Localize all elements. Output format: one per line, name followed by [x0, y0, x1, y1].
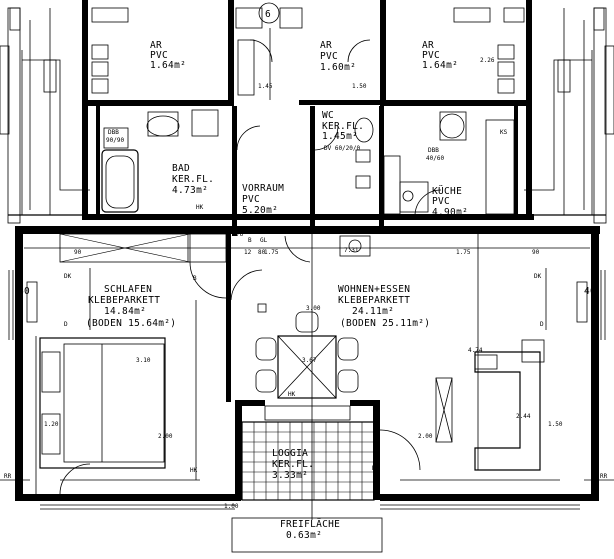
dim-76: 76 — [236, 231, 244, 238]
d-label-2: D — [540, 321, 544, 328]
bad-floor: KER.FL. — [172, 174, 214, 185]
door-swings — [59, 39, 547, 495]
dim-200-b: 2.00 — [418, 433, 433, 440]
rr-label-right: RR — [600, 473, 608, 480]
dim-175-b: 1.75 — [456, 249, 471, 256]
loggia-tiles — [231, 405, 383, 553]
dim-150b: 1.50 — [352, 83, 367, 90]
bad-name: BAD — [172, 163, 190, 174]
dk-label-2: DK — [534, 273, 542, 280]
loggia-floor: KER.FL. — [272, 459, 314, 470]
dim-40-right: 40 — [584, 286, 596, 297]
schlafen-name: SCHLAFEN — [104, 284, 152, 295]
hk-label-1: HK — [196, 204, 204, 211]
hk-label-3: HK — [288, 391, 296, 398]
ks-label: KS — [500, 129, 508, 136]
hk-label-4: HK — [372, 465, 380, 472]
wohnen-name: WOHNEN+ESSEN — [338, 284, 410, 295]
dim-300: 3.00 — [306, 305, 321, 312]
vorraum-floor: PVC — [242, 194, 260, 205]
top-right-balcony — [518, 7, 614, 224]
freiflaeche-name: FREIFLÄCHE — [280, 519, 340, 530]
kueche-area: 4.90m² — [432, 207, 468, 218]
dimension-lines — [0, 8, 614, 520]
dbb-size: 40/60 — [426, 155, 444, 162]
gl-label: GL — [260, 237, 268, 244]
wc-door-size: DV 60/20/0 — [324, 145, 361, 152]
dim-145: 1.45 — [258, 83, 273, 90]
schlafen-floor: KLEBEPARKETT — [88, 295, 160, 306]
shower-size: 90/90 — [106, 137, 124, 144]
kueche-floor: PVC — [432, 196, 450, 207]
loggia-name: LOGGIA — [272, 448, 308, 459]
dim-226: 2.26 — [480, 57, 495, 64]
loggia-area: 3.33m² — [272, 470, 308, 481]
ar3-name: AR — [422, 40, 434, 51]
walls — [15, 0, 600, 501]
ar2-area: 1.60m² — [320, 62, 356, 73]
schlafen-note: (BODEN 15.64m²) — [86, 318, 176, 329]
top-left-balcony — [0, 7, 96, 224]
dim-100: 1.00 — [224, 503, 239, 510]
b-label-2: B — [248, 237, 252, 244]
wohnen-note: (BODEN 25.11m²) — [340, 318, 430, 329]
ar3-floor: PVC — [422, 50, 440, 61]
dim-12: 12 — [244, 249, 252, 256]
kueche-name: KÜCHE — [432, 186, 462, 197]
rr-label-left: RR — [4, 473, 12, 480]
dk-label-1: DK — [64, 273, 72, 280]
ar1-floor: PVC — [150, 50, 168, 61]
dim-80: 80 — [258, 249, 266, 256]
ar3-area: 1.64m² — [422, 60, 458, 71]
dbb-label-kueche: DBB — [428, 147, 439, 154]
dim-200-a: 2.00 — [158, 433, 173, 440]
furniture — [35, 2, 545, 494]
dim-40-left: 40 — [18, 286, 30, 297]
dim-474: 4.74 — [468, 347, 483, 354]
dim-175-a: 1.75 — [264, 249, 279, 256]
schlafen-area: 14.84m² — [104, 306, 146, 317]
wc-name: WC — [322, 110, 334, 121]
vorraum-area: 5.20m² — [242, 205, 278, 216]
dim-120: 1.20 — [44, 421, 59, 428]
wohnen-floor: KLEBEPARKETT — [338, 295, 410, 306]
wohnen-area: 24.11m² — [352, 306, 394, 317]
dim-310: 3.10 — [136, 357, 151, 364]
dim-150: 1.50 — [548, 421, 563, 428]
ar2-floor: PVC — [320, 51, 338, 62]
windows — [8, 270, 606, 510]
stair-number: 6 — [265, 9, 271, 20]
ar2-name: AR — [320, 40, 332, 51]
dim-307: 3.67 — [302, 357, 317, 364]
dim-731: 7.31 — [344, 247, 359, 254]
freiflaeche-area: 0.63m² — [286, 530, 322, 541]
d-label-1: D — [64, 321, 68, 328]
dbb-label-bad: DBB — [108, 129, 119, 136]
dim-90-a: 90 — [74, 249, 82, 256]
wc-area: 1.45m² — [322, 131, 358, 142]
b-label-1: B — [193, 275, 197, 282]
ar1-area: 1.64m² — [150, 60, 186, 71]
vorraum-name: VORRAUM — [242, 183, 284, 194]
bad-area: 4.73m² — [172, 185, 208, 196]
dim-90-b: 90 — [532, 249, 540, 256]
ar1-name: AR — [150, 40, 162, 51]
hk-label-2: HK — [190, 467, 198, 474]
dim-244: 2.44 — [516, 413, 531, 420]
wc-floor: KER.FL. — [322, 121, 364, 132]
storage-fixtures — [91, 7, 525, 100]
